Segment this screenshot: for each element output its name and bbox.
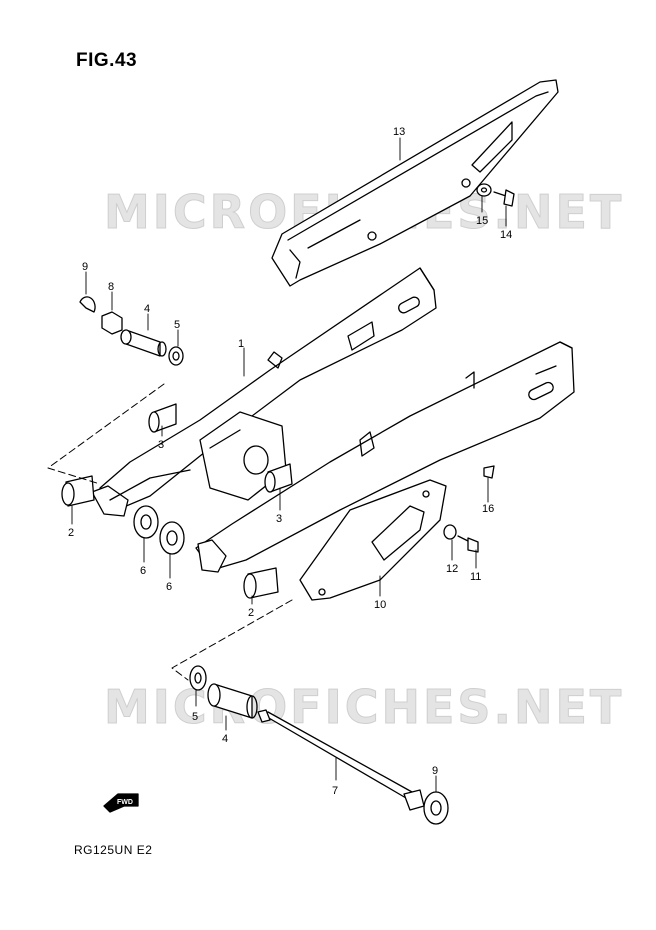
- callout-3-left: 3: [158, 439, 164, 451]
- leader-lines: [71, 137, 507, 793]
- callout-15: 15: [476, 215, 488, 227]
- callout-14: 14: [500, 229, 512, 241]
- washer-part-12: [443, 524, 457, 540]
- dust-seal-part-5-bottom: [189, 665, 207, 691]
- spacer-part-4-bottom: [207, 683, 258, 719]
- chain-case-part-13: [271, 79, 559, 287]
- bolt-part-11: [457, 535, 479, 553]
- bushing-part-2-left: [61, 475, 95, 507]
- spacer-part-4-top: [120, 329, 167, 357]
- callout-3-right: 3: [276, 513, 282, 525]
- callout-11: 11: [470, 571, 481, 583]
- callout-6-lower: 6: [166, 581, 172, 593]
- callout-7: 7: [332, 785, 338, 797]
- swingarm-part-1: [91, 267, 575, 573]
- cap-part-9-bottom: [423, 791, 449, 825]
- dust-seal-part-5-top: [168, 346, 184, 366]
- nut-part-8: [101, 311, 123, 335]
- figure-title: FIG.43: [76, 50, 138, 71]
- washer-part-15: [476, 183, 492, 197]
- circlip-part-9-top: [79, 296, 96, 313]
- callout-4-bottom: 4: [222, 733, 228, 745]
- pivot-shaft-part-7: [257, 709, 425, 811]
- bearing-part-3-left: [148, 403, 177, 433]
- callout-2-right: 2: [248, 607, 254, 619]
- callout-5-top: 5: [174, 319, 180, 331]
- callout-5-bottom: 5: [192, 711, 198, 723]
- bolt-part-14: [493, 189, 515, 207]
- callout-13: 13: [393, 126, 405, 138]
- callout-6-upper: 6: [140, 565, 146, 577]
- callout-4-top: 4: [144, 303, 150, 315]
- spacer-part-6-lower: [159, 521, 185, 555]
- callouts: 1 2 2 3 3 4 4 5 5 6 6 7 8 9 9 10 11 12 1…: [68, 126, 512, 797]
- callout-1: 1: [238, 338, 244, 350]
- watermark-bottom: MICROFICHES.NET: [103, 680, 625, 735]
- model-code: RG125UN E2: [74, 843, 153, 857]
- clip-part-16: [483, 465, 495, 479]
- spacer-part-6-upper: [133, 505, 159, 539]
- callout-9-bottom: 9: [432, 765, 438, 777]
- reference-lines: [47, 383, 293, 681]
- callout-9-top: 9: [82, 261, 88, 273]
- bushing-part-2-right: [243, 567, 279, 599]
- callout-2-left: 2: [68, 527, 74, 539]
- callout-16: 16: [482, 503, 494, 515]
- fwd-arrow-icon: FWD: [103, 793, 139, 813]
- bearing-part-3-right: [264, 463, 293, 493]
- callout-8: 8: [108, 281, 114, 293]
- fwd-label: FWD: [117, 799, 133, 806]
- chain-guard-part-10: [299, 479, 447, 601]
- callout-10: 10: [374, 599, 386, 611]
- callout-12: 12: [446, 563, 458, 575]
